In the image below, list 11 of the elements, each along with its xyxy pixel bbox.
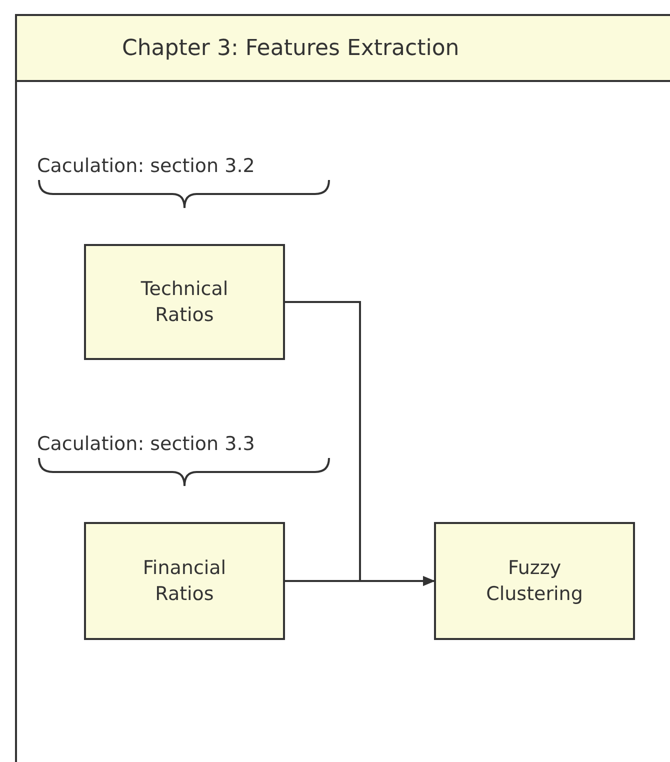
box-label: Fuzzy Clustering: [485, 556, 584, 607]
arrow: [285, 576, 435, 586]
section-note: Caculation: section 3.3: [37, 432, 255, 457]
box-label: Financial Ratios: [142, 556, 228, 607]
swimlane-container: [15, 14, 670, 762]
process-box: [84, 244, 285, 360]
process-box: [84, 522, 285, 640]
section-note: Caculation: section 3.2: [37, 154, 255, 179]
swimlane-title: Chapter 3: Features Extraction: [122, 34, 460, 62]
box-label: Technical Ratios: [140, 277, 230, 328]
process-box: [434, 522, 635, 640]
